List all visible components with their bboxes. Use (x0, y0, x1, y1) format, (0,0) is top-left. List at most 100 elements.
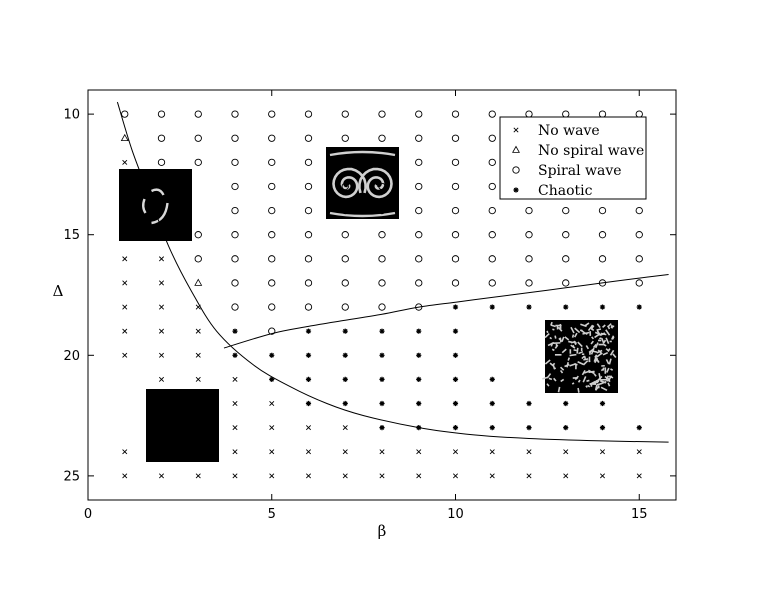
spiral-wave-point (562, 279, 570, 287)
spiral-wave-point (525, 206, 533, 215)
no-wave-point (599, 449, 606, 455)
chaotic-point (342, 376, 348, 383)
legend-symbol-circle (512, 166, 520, 174)
spiral-wave-point (231, 182, 239, 191)
spiral-wave-point (268, 327, 276, 335)
legend-label: Chaotic (538, 183, 593, 199)
spiral-wave-point (451, 182, 460, 191)
chaotic-point (232, 328, 238, 334)
spiral-wave-point (635, 255, 643, 263)
spiral-wave-point (415, 255, 423, 263)
y-axis-label: Δ (53, 282, 64, 300)
chaotic-point (342, 352, 348, 358)
x-tick-label: 15 (631, 507, 648, 522)
spiral-wave-point (304, 206, 313, 215)
chaotic-point (416, 328, 422, 334)
legend-symbol-x (513, 127, 519, 133)
chaotic-point (269, 376, 275, 383)
spiral-wave-point (268, 182, 276, 191)
spiral-wave-point (415, 158, 423, 167)
spiral-wave-point (157, 134, 166, 142)
no-wave-point (526, 449, 532, 455)
no-wave-point (195, 449, 201, 455)
no-wave-point (195, 328, 201, 334)
spiral-wave-point (304, 158, 313, 167)
inset-chaotic (542, 320, 618, 393)
no-wave-point (489, 449, 495, 455)
chaotic-point (636, 304, 642, 310)
spiral-wave-point (304, 182, 313, 191)
no-wave-point (122, 159, 128, 165)
legend-entry: No spiral wave (512, 143, 644, 159)
no-wave-point (232, 376, 238, 382)
spiral-wave-point (268, 134, 276, 142)
spiral-wave-point (231, 231, 239, 239)
x-tick-label: 0 (84, 507, 92, 522)
spiral-wave-point (451, 134, 460, 142)
chaotic-point (305, 376, 312, 383)
chaotic-point (379, 352, 385, 358)
chaotic-point (305, 400, 312, 407)
spiral-wave-point (488, 231, 496, 239)
spiral-wave-point (525, 110, 533, 118)
spiral-wave-point (451, 110, 460, 118)
chaotic-point (452, 425, 459, 431)
no-wave-point (416, 449, 422, 455)
spiral-wave-point (341, 110, 349, 118)
spiral-wave-point (304, 255, 313, 263)
no-wave-point (195, 473, 201, 479)
spiral-wave-point (341, 303, 349, 311)
chaotic-point (563, 425, 569, 431)
spiral-wave-point (231, 134, 239, 142)
chaotic-point (489, 400, 495, 407)
chaotic-point (452, 352, 459, 358)
spiral-wave-point (194, 158, 202, 167)
y-tick-label: 15 (63, 228, 80, 243)
no-wave-point (195, 352, 201, 358)
spiral-wave-point (562, 255, 570, 263)
legend-label: Spiral wave (538, 163, 622, 179)
chaotic-point (526, 304, 532, 310)
spiral-wave-point (488, 182, 496, 191)
y-tick-label: 25 (63, 469, 80, 484)
spiral-wave-point (194, 255, 202, 263)
no-wave-point (489, 473, 495, 479)
no-wave-point (599, 473, 606, 479)
spiral-wave-point (415, 206, 423, 215)
spiral-wave-point (231, 255, 239, 263)
no-spiral-wave-point (194, 278, 203, 286)
chaotic-point (563, 304, 569, 310)
chaotic-point (416, 352, 422, 358)
no-wave-point (269, 401, 275, 407)
spiral-wave-point (598, 206, 607, 215)
no-wave-point (232, 401, 238, 407)
spiral-wave-point (635, 231, 643, 239)
no-wave-point (122, 280, 128, 286)
chaotic-point (342, 328, 348, 334)
legend-box (499, 116, 647, 200)
no-wave-point (563, 449, 569, 455)
spiral-wave-point (231, 279, 239, 287)
no-wave-boundary (116, 101, 669, 443)
chaotic-point (636, 425, 642, 431)
x-tick-label: 10 (447, 507, 464, 522)
spiral-wave-point (341, 279, 349, 287)
spiral-wave-point (231, 110, 239, 118)
y-tick-label: 10 (63, 108, 80, 123)
no-wave-point (526, 473, 532, 479)
chaotic-point (416, 425, 422, 431)
inset-layer (119, 147, 618, 462)
no-wave-point (269, 449, 275, 455)
spiral-wave-point (635, 279, 643, 287)
no-wave-point (158, 256, 165, 262)
spiral-wave-point (121, 110, 129, 118)
spiral-wave-point (598, 255, 607, 263)
spiral-wave-point (341, 255, 349, 263)
chaotic-point (379, 328, 385, 334)
spiral-wave-point (598, 110, 607, 118)
no-wave-point (195, 401, 201, 407)
x-axis-label: β (378, 522, 387, 540)
no-wave-point (232, 449, 238, 455)
no-wave-point (158, 473, 165, 479)
